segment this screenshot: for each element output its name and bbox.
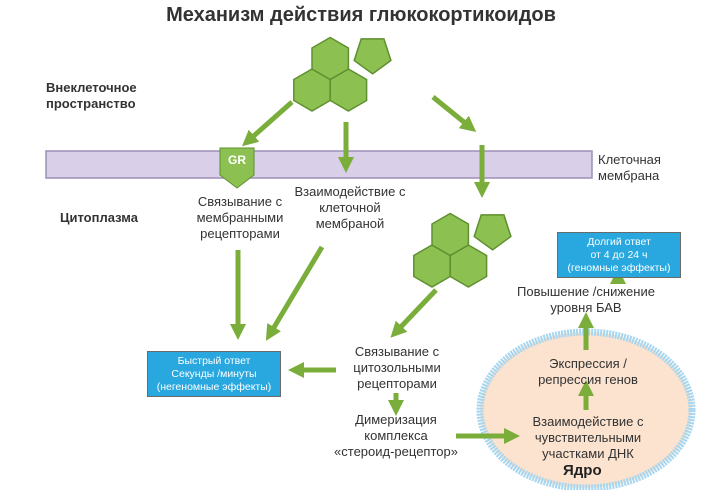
step-text: мембраной — [315, 216, 385, 231]
box-text: (негеномные эффекты) — [156, 381, 272, 393]
step-text: Повышение /снижение — [517, 284, 655, 299]
step-text: рецепторами — [200, 226, 280, 241]
step-text: цитозольными — [353, 360, 441, 375]
gr-receptor-label: GR — [228, 153, 246, 167]
extracellular-label-line2: пространство — [46, 96, 136, 111]
box-text: от 4 до 24 ч — [590, 249, 648, 261]
steroid-molecule-cytoplasm — [413, 212, 512, 288]
step-text: рецепторами — [357, 376, 437, 391]
arrow-molecule-to-cytosolic — [390, 288, 438, 338]
step-dna-interaction: Взаимодействие с чувствительными участка… — [520, 414, 656, 462]
ring-d — [473, 214, 512, 251]
box-text: Секунды /минуты — [171, 368, 257, 380]
step-text: мембранными — [196, 210, 284, 225]
step-membrane-interaction: Взаимодействие с клеточной мембраной — [280, 184, 420, 232]
box-text: Долгий ответ — [587, 236, 651, 248]
cytoplasm-label: Цитоплазма — [60, 210, 138, 225]
membrane-label: Клеточная мембрана — [598, 152, 708, 184]
step-text: Взаимодействие с — [532, 414, 644, 429]
step-text: репрессия генов — [538, 372, 638, 387]
step-text: чувствительными — [534, 430, 642, 445]
step-bav-level: Повышение /снижение уровня БАВ — [508, 284, 664, 316]
step-text: комплекса — [364, 428, 428, 443]
gr-receptor-icon — [219, 147, 255, 189]
step-membrane-receptors: Связывание с мембранными рецепторами — [170, 194, 310, 242]
step-text: Димеризация — [355, 412, 437, 427]
step-text: Экспрессия / — [549, 356, 627, 371]
extracellular-label-line1: Внеклеточное — [46, 80, 137, 95]
ring-c — [311, 36, 350, 81]
arrow-molecule-to-receptor — [242, 100, 294, 147]
step-text: клеточной — [319, 200, 381, 215]
arrow-molecule-to-entry — [431, 95, 477, 133]
fast-response-box: Быстрый ответ Секунды /минуты (негеномны… — [147, 351, 281, 397]
box-text: Быстрый ответ — [177, 355, 251, 367]
step-text: Связывание с — [197, 194, 283, 209]
membrane-label-line2: мембрана — [598, 168, 660, 183]
nucleus-label: Ядро — [563, 462, 602, 479]
extracellular-label: Внеклеточное пространство — [46, 80, 137, 112]
ring-d — [353, 38, 392, 75]
cell-membrane — [45, 150, 593, 179]
steroid-molecule-top — [293, 36, 392, 112]
step-gene-expression: Экспрессия / репрессия генов — [526, 356, 650, 388]
ring-c — [431, 212, 470, 257]
slow-response-box: Долгий ответ от 4 до 24 ч (геномные эффе… — [557, 232, 681, 278]
step-text: участками ДНК — [542, 446, 634, 461]
arrow-membrane-to-fast — [265, 245, 325, 341]
box-text: (геномные эффекты) — [567, 262, 671, 274]
step-text: Взаимодействие с — [294, 184, 406, 199]
page-title: Механизм действия глюкокортикоидов — [166, 4, 556, 26]
step-text: уровня БАВ — [550, 300, 622, 315]
step-text: «стероид-рецептор» — [334, 444, 458, 459]
step-text: Связывание с — [354, 344, 440, 359]
membrane-label-line1: Клеточная — [598, 152, 661, 167]
step-cytosolic-receptors: Связывание с цитозольными рецепторами — [334, 344, 460, 392]
step-dimerization: Димеризация комплекса «стероид-рецептор» — [326, 412, 466, 460]
